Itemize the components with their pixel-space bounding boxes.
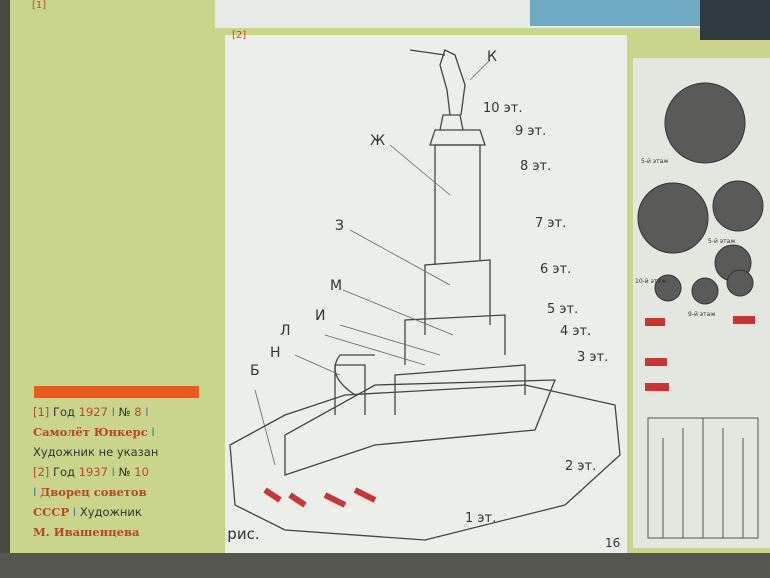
sep: I — [72, 505, 77, 519]
sep: I — [111, 405, 115, 419]
plan-label: 5-й этаж — [708, 238, 736, 245]
sep: I — [151, 425, 155, 439]
year-2: 1937 — [78, 465, 108, 479]
statue — [439, 49, 466, 116]
caption: [1] Год 1927 I № 8 I Самолёт Юнкерс I Ху… — [33, 402, 223, 542]
no-label: № — [118, 405, 131, 419]
ref-2: [2] — [33, 465, 50, 479]
floor-8: 8 эт. — [520, 159, 551, 174]
year-1: 1927 — [78, 405, 108, 419]
floor-7: 7 эт. — [535, 216, 566, 231]
label-l: Л — [280, 323, 291, 339]
artist-label: Художник — [79, 505, 142, 519]
label-k: К — [487, 49, 497, 65]
label-n: Н — [270, 345, 281, 361]
artist-2: М. Ивашенцева — [33, 525, 140, 539]
label-z: З — [335, 218, 344, 234]
palace-drawing: К Ж З М И Л Н Б 10 эт. 9 эт. 8 эт. 7 эт.… — [213, 49, 621, 550]
floor-3: 3 эт. — [577, 350, 608, 365]
floor-5: 5 эт. — [547, 302, 578, 317]
plan-label: 9-й этаж — [688, 311, 716, 318]
dark-corner — [700, 0, 770, 40]
label-i: И — [315, 308, 325, 324]
floor-plans-panel: 5-й этаж 5-й этаж 10-й этаж 9-й этаж — [633, 58, 770, 548]
stylobate — [284, 379, 556, 476]
label-m: М — [330, 278, 342, 294]
label-1: [1] — [32, 0, 47, 11]
floor-2: 2 эт. — [565, 459, 596, 474]
floor-plans-drawing: 5-й этаж 5-й этаж 10-й этаж 9-й этаж — [635, 82, 764, 539]
table-surface — [0, 553, 770, 578]
palace-illustration: К Ж З М И Л Н Б 10 эт. 9 эт. 8 эт. 7 эт.… — [213, 35, 627, 553]
no-label: № — [118, 465, 131, 479]
year-label: Год — [52, 465, 75, 479]
plan-label: 10-й этаж — [635, 278, 667, 285]
title-2: Дворец советов СССР — [33, 485, 147, 519]
figure-caption: 1 рис. — [225, 525, 260, 543]
floor-10: 10 эт. — [483, 101, 523, 116]
issue-1: 8 — [134, 405, 142, 419]
ref-1: [1] — [33, 405, 50, 419]
sep: I — [145, 405, 149, 419]
issue-2: 10 — [134, 465, 149, 479]
floor-4: 4 эт. — [560, 324, 591, 339]
floor-6: 6 эт. — [540, 262, 571, 277]
artist-1: Художник не указан — [33, 445, 159, 459]
sep: I — [111, 465, 115, 479]
year-label: Год — [52, 405, 75, 419]
label-2: [2] — [232, 30, 247, 41]
base-plaza — [229, 384, 621, 541]
plan-label: 5-й этаж — [641, 158, 669, 165]
floor-9: 9 эт. — [515, 124, 546, 139]
orange-bar — [34, 386, 199, 398]
label-b: Б — [250, 363, 260, 379]
sep: I — [33, 485, 37, 499]
title-1: Самолёт Юнкерс — [33, 425, 148, 439]
label-zh: Ж — [370, 133, 385, 149]
blue-image-edge — [530, 0, 700, 26]
floor-1: 1 эт. — [465, 511, 496, 526]
page-number: 16 — [605, 536, 620, 550]
